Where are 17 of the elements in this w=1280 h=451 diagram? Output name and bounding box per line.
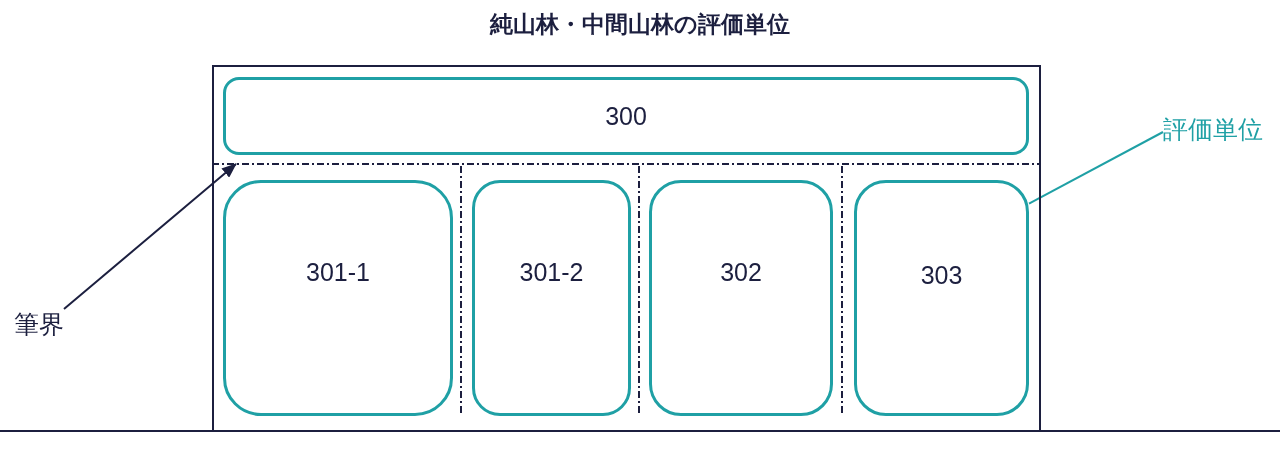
land-outline	[212, 65, 1041, 432]
callout-label: 筆界	[14, 309, 64, 339]
boundary-line	[212, 163, 1041, 165]
arrow	[63, 163, 237, 310]
unit-number: 301-2	[519, 257, 584, 287]
diagram-title: 純山林・中間山林の評価単位	[490, 10, 790, 39]
evaluation-unit-box	[649, 180, 833, 416]
unit-number: 300	[605, 101, 647, 131]
evaluation-unit-box	[223, 180, 453, 416]
evaluation-unit-box	[854, 180, 1029, 416]
leader-line	[1028, 131, 1164, 205]
evaluation-unit-box	[472, 180, 631, 416]
evaluation-unit-box	[223, 77, 1029, 155]
unit-number: 301-1	[306, 257, 370, 287]
callout-label: 評価単位	[1163, 114, 1263, 144]
unit-number: 303	[920, 260, 963, 290]
unit-number: 302	[720, 257, 762, 287]
